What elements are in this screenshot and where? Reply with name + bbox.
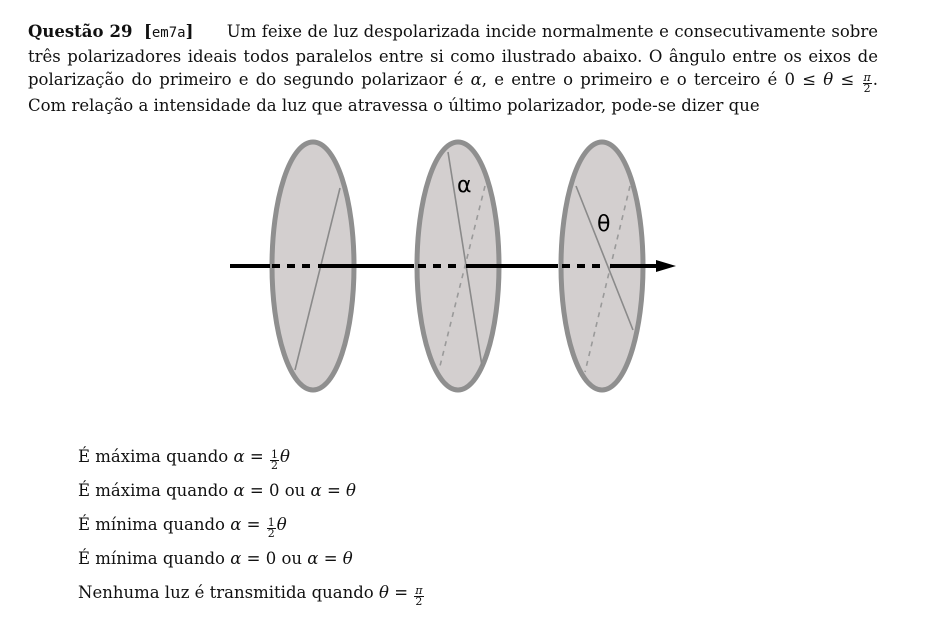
light-beam bbox=[230, 260, 676, 272]
option-b-lhs: α bbox=[233, 481, 245, 500]
option-a-eq: = bbox=[249, 447, 264, 466]
polarizer-3-disk bbox=[558, 139, 646, 393]
option-b-rhs2: θ bbox=[346, 481, 356, 500]
option-c-eq: = bbox=[246, 515, 261, 534]
option-d-rhs2: θ bbox=[342, 549, 353, 568]
option-d-lhs2: α bbox=[307, 549, 319, 568]
theta-label: θ bbox=[597, 212, 610, 237]
option-b-eq: = bbox=[249, 481, 264, 500]
option-d-eq2: = bbox=[323, 549, 338, 568]
question-text-part3: . Com relação a intensidade da luz que a… bbox=[28, 70, 879, 115]
polarizer-3 bbox=[558, 139, 646, 393]
alpha-symbol: α bbox=[470, 70, 482, 89]
option-b[interactable]: É máxima quando α = 0 ou α = θ bbox=[78, 474, 425, 508]
option-c-num: 1 bbox=[266, 516, 276, 529]
option-c-lhs: α bbox=[230, 515, 242, 534]
option-d-eq: = bbox=[246, 549, 261, 568]
option-e-den: 2 bbox=[415, 595, 423, 608]
option-c-rhs: θ bbox=[276, 515, 287, 534]
option-d-or: ou bbox=[281, 549, 303, 568]
option-a-lhs: α bbox=[233, 447, 245, 466]
option-b-or: ou bbox=[284, 481, 306, 500]
polarizer-2 bbox=[414, 139, 502, 393]
polarizer-2-reference-axis bbox=[438, 185, 486, 371]
option-b-lhs2: α bbox=[310, 481, 322, 500]
option-a-text: É máxima quando bbox=[78, 447, 229, 466]
polarizer-1-axis bbox=[294, 187, 341, 371]
leq-symbol-2: ≤ bbox=[840, 70, 855, 89]
beam-arrowhead bbox=[656, 260, 676, 272]
polarizer-2-disk bbox=[414, 139, 502, 393]
theta-symbol: θ bbox=[823, 70, 834, 89]
option-e-eq: = bbox=[394, 583, 409, 602]
option-b-eq2: = bbox=[326, 481, 341, 500]
fraction-numerator: π bbox=[862, 71, 872, 84]
polarizer-1-disk bbox=[269, 139, 357, 393]
question-heading: Questão 29 bbox=[28, 22, 133, 41]
option-e-text: Nenhuma luz é transmitida quando bbox=[78, 583, 374, 602]
option-b-text: É máxima quando bbox=[78, 481, 229, 500]
option-a-rhs: θ bbox=[279, 447, 290, 466]
alpha-label: α bbox=[457, 173, 472, 198]
option-b-val: 0 bbox=[268, 481, 280, 500]
polarizer-1 bbox=[269, 139, 357, 393]
leq-symbol-1: ≤ bbox=[802, 70, 817, 89]
polarizer-3-axis bbox=[575, 185, 634, 331]
polarizer-2-axis bbox=[447, 151, 483, 367]
fraction-denominator: 2 bbox=[863, 82, 871, 95]
polarizer-3-reference-axis bbox=[584, 185, 631, 373]
option-d-lhs: α bbox=[230, 549, 242, 568]
option-a-num: 1 bbox=[269, 448, 279, 461]
option-d[interactable]: É mínima quando α = 0 ou α = θ bbox=[78, 542, 425, 576]
code-bracket-open: [ bbox=[144, 22, 152, 41]
option-e-lhs: θ bbox=[379, 583, 389, 602]
option-d-val: 0 bbox=[265, 549, 277, 568]
option-a-den: 2 bbox=[270, 459, 278, 472]
option-d-text: É mínima quando bbox=[78, 549, 225, 568]
question-text-part2: , e entre o primeiro e o terceiro é bbox=[481, 70, 778, 89]
option-c-den: 2 bbox=[267, 527, 275, 540]
question-text-part1: Um feixe de luz despolarizada incide nor… bbox=[28, 22, 878, 89]
option-c-text: É mínima quando bbox=[78, 515, 225, 534]
question-text: Questão 29 [em7a] Um feixe de luz despol… bbox=[28, 20, 878, 117]
option-e-num: π bbox=[414, 584, 424, 597]
code-bracket-close: ] bbox=[185, 22, 194, 41]
question-code: em7a bbox=[151, 25, 186, 41]
range-zero: 0 bbox=[784, 70, 796, 89]
